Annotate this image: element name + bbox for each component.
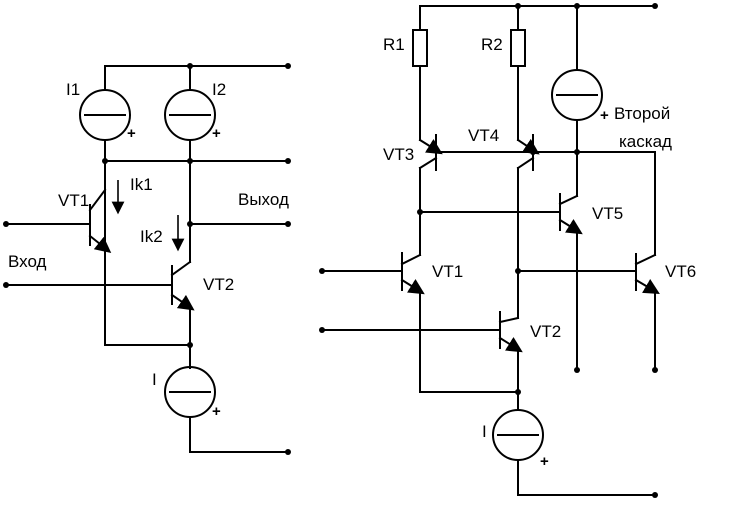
transistor-VT2: [170, 260, 195, 311]
I-left-plus: +: [212, 403, 221, 420]
label-VT3: VT3: [383, 145, 414, 164]
left-top-terminal: [285, 63, 291, 69]
label-VT1-left: VT1: [58, 191, 89, 210]
current-source-I1: [79, 89, 131, 141]
label-second-stage-2: каскад: [619, 132, 672, 151]
transistor-VT1-right: [400, 252, 425, 295]
label-VT6: VT6: [665, 262, 696, 281]
resistor-R2: [510, 29, 526, 67]
current-source-I-right: [492, 409, 544, 461]
I1-plus: +: [127, 125, 136, 142]
current-source-I-left: [164, 366, 216, 418]
label-R2: R2: [481, 35, 503, 54]
label-VT1-right: VT1: [432, 262, 463, 281]
label-I2: I2: [212, 80, 226, 99]
label-Ik1: Ik1: [130, 175, 153, 194]
transistor-VT1: [88, 188, 112, 253]
second-stage-plus: +: [600, 107, 609, 124]
label-VT4: VT4: [468, 126, 499, 145]
I-right-plus: +: [540, 453, 549, 470]
transistor-VT3: [418, 134, 443, 171]
left-bottom-terminal: [285, 449, 291, 455]
left-circuit: + I1 + I2 VT1 Ik1 Ik2: [3, 63, 291, 455]
current-source-I2: [164, 89, 216, 141]
label-input: Вход: [8, 252, 47, 271]
output-terminal: [285, 221, 291, 227]
resistor-R1: [412, 29, 428, 67]
label-VT2-left: VT2: [203, 275, 234, 294]
label-Ik2: Ik2: [140, 227, 163, 246]
input-terminal-2: [3, 282, 9, 288]
label-R1: R1: [383, 35, 405, 54]
label-VT2-right: VT2: [530, 322, 561, 341]
right-circuit: R1 R2 + Второй каскад VT3 VT4: [319, 3, 696, 498]
label-I-right: I: [482, 422, 487, 441]
label-second-stage-1: Второй: [614, 104, 670, 123]
transistor-VT5: [558, 193, 583, 235]
transistor-VT2-right: [498, 311, 523, 353]
transistor-VT6: [634, 253, 660, 295]
label-I1: I1: [66, 80, 80, 99]
label-I-left: I: [152, 370, 157, 389]
current-source-second-stage: [551, 69, 603, 121]
input-terminal-1: [3, 221, 9, 227]
I2-plus: +: [212, 125, 221, 142]
label-VT5: VT5: [592, 204, 623, 223]
label-output: Выход: [238, 190, 289, 209]
